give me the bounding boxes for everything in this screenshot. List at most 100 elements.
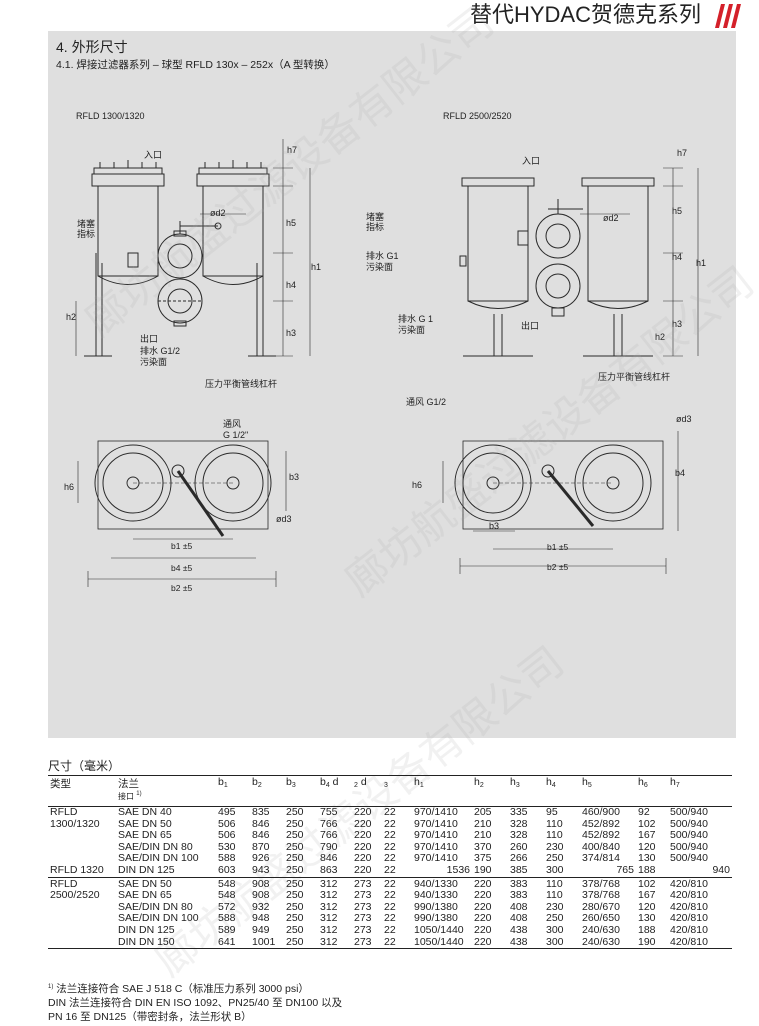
table-cell: 949 xyxy=(252,923,270,936)
right-h7-label: h7 xyxy=(677,148,688,158)
table-cell: 22 xyxy=(384,806,396,818)
col-header-b1: b1 xyxy=(216,775,250,807)
table-cell: 943 xyxy=(250,864,284,878)
table-cell: 420/810 xyxy=(670,912,708,925)
table-cell: 250 xyxy=(286,923,304,936)
table-cell: SAE DN 50 xyxy=(118,877,172,890)
table-cell: RFLD xyxy=(50,806,78,818)
left-h5-label: h5 xyxy=(286,218,297,228)
table-cell: 220 xyxy=(474,900,492,913)
table-cell: 266 xyxy=(510,852,528,865)
table-cell: 280/670 xyxy=(582,900,620,913)
table-cell: 300 xyxy=(544,936,580,950)
table-cell: 167 xyxy=(638,829,656,842)
left-vent-size-label: G 1/2" xyxy=(223,430,249,440)
table-cell: 383 xyxy=(510,889,528,902)
table-cell: 300 xyxy=(544,864,580,878)
table-cell: 370 xyxy=(474,840,492,853)
table-cell: 846 xyxy=(320,852,338,865)
table-cell: 22 xyxy=(384,840,396,853)
table-cell: 932 xyxy=(252,900,270,913)
table-cell: 990/1380 xyxy=(414,912,458,925)
table-cell: 250 xyxy=(286,912,304,925)
left-h1-label: h1 xyxy=(311,262,322,272)
table-cell: 250 xyxy=(286,806,304,818)
table-cell: 250 xyxy=(546,912,564,925)
table-cell: 240/630 xyxy=(582,923,620,936)
table-cell: 765 xyxy=(580,864,636,878)
table-cell: 2500/2520 xyxy=(50,889,100,902)
table-cell: 130 xyxy=(638,852,656,865)
table-cell: 312 xyxy=(320,912,338,925)
col-header-b4-d: b4 d xyxy=(318,775,352,807)
table-cell: 95 xyxy=(546,806,558,818)
table-cell: 22 xyxy=(382,936,412,950)
right-h2-label: h2 xyxy=(655,332,666,342)
table-cell: 990/1380 xyxy=(414,900,458,913)
right-top-view xyxy=(442,431,679,574)
table-cell: 250 xyxy=(286,817,304,830)
col-header-d3: 3 xyxy=(382,775,412,807)
table-cell: 220 xyxy=(354,852,372,865)
table-cell: 188 xyxy=(638,923,656,936)
table-cell: 220 xyxy=(354,817,372,830)
col-header-h3: h3 xyxy=(508,775,544,807)
table-cell: 863 xyxy=(318,864,352,878)
right-drain-lower-label: 排水 G 1 xyxy=(398,314,434,324)
table-cell: 120 xyxy=(638,840,656,853)
table-cell xyxy=(48,902,116,914)
table-cell: 230 xyxy=(546,840,564,853)
right-front-view xyxy=(459,167,699,357)
table-cell: 835 xyxy=(252,806,270,818)
left-drain-label: 排水 G1/2 xyxy=(140,346,181,356)
table-cell: 766 xyxy=(320,817,338,830)
table-cell: 250 xyxy=(286,877,304,890)
col-header-b3: b3 xyxy=(284,775,318,807)
table-cell: 250 xyxy=(546,852,564,865)
table-cell: 220 xyxy=(354,806,372,818)
right-d2-label: ød2 xyxy=(603,213,619,223)
table-cell: 220 xyxy=(474,912,492,925)
table-cell: 846 xyxy=(252,817,270,830)
right-drain-upper-label: 排水 G1 xyxy=(366,251,399,261)
table-cell: 250 xyxy=(286,829,304,842)
table-cell: SAE DN 50 xyxy=(118,817,172,830)
table-cell: 375 xyxy=(474,852,492,865)
table-cell: 22 xyxy=(384,817,396,830)
col-header-b2: b2 xyxy=(250,775,284,807)
table-cell: 328 xyxy=(510,829,528,842)
table-cell: 250 xyxy=(286,852,304,865)
table-cell: SAE DN 65 xyxy=(118,829,172,842)
table-cell: 130 xyxy=(638,912,656,925)
table-cell: 260/650 xyxy=(582,912,620,925)
table-cell: 220 xyxy=(472,936,508,950)
table-cell: 250 xyxy=(284,864,318,878)
table-title: 尺寸（毫米） xyxy=(48,759,121,773)
table-cell: 1300/1320 xyxy=(50,817,100,830)
table-cell: 589 xyxy=(218,923,236,936)
table-cell: 500/940 xyxy=(670,840,708,853)
table-cell: 22 xyxy=(384,923,396,936)
col-header-h7: h7 xyxy=(668,775,732,807)
footnote: 1) 法兰连接符合 SAE J 518 C（标准压力系列 3000 psi） D… xyxy=(48,980,342,1024)
table-cell: 548 xyxy=(218,877,236,890)
table-cell: 420/810 xyxy=(670,889,708,902)
left-h4-label: h4 xyxy=(286,280,297,290)
table-cell: 210 xyxy=(474,817,492,830)
table-cell: 312 xyxy=(320,889,338,902)
left-h6-label: h6 xyxy=(64,482,75,492)
table-cell: 641 xyxy=(216,936,250,950)
left-top-view xyxy=(77,440,287,587)
right-drain-upper-port-label: 污染面 xyxy=(366,262,394,272)
left-model-label: RFLD 1300/1320 xyxy=(76,111,145,121)
table-cell: 22 xyxy=(384,829,396,842)
table-cell: 400/840 xyxy=(582,840,620,853)
table-cell: 506 xyxy=(218,829,236,842)
table-cell: 500/940 xyxy=(670,806,708,818)
left-d3-label: ød3 xyxy=(276,514,292,524)
